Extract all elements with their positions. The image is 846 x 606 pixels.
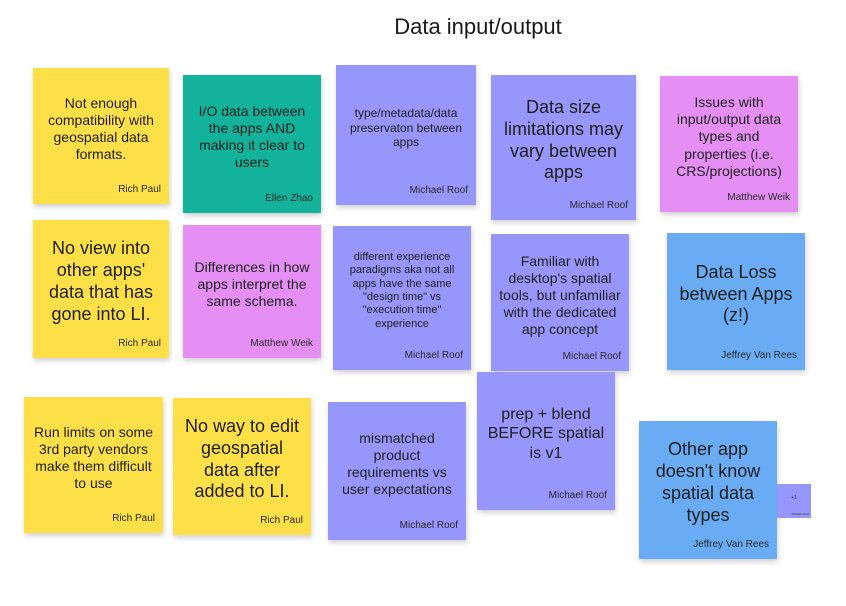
note-author: Rich Paul xyxy=(260,515,303,526)
sticky-note[interactable]: prep + blend BEFORE spatial is v1 Michae… xyxy=(477,372,615,510)
note-author: Michael Roof xyxy=(569,200,628,211)
note-text: mismatched product requirements vs user … xyxy=(342,429,452,498)
sticky-note-small[interactable]: +1 Michael Roof xyxy=(777,484,811,518)
note-text: No view into other apps' data that has g… xyxy=(48,238,154,324)
sticky-note[interactable]: Run limits on some 3rd party vendors mak… xyxy=(24,397,163,533)
note-text: Not enough compatibility with geospatial… xyxy=(48,94,154,163)
note-author: Michael Roof xyxy=(562,351,621,362)
board-title: Data input/output xyxy=(394,14,562,39)
sticky-note[interactable]: No way to edit geospatial data after add… xyxy=(173,398,311,535)
sticky-note[interactable]: Familiar with desktop's spatial tools, b… xyxy=(491,234,629,371)
note-author: Michael Roof xyxy=(791,512,809,516)
note-author: Matthew Weik xyxy=(250,338,313,349)
note-author: Michael Roof xyxy=(409,185,468,196)
sticky-note[interactable]: Other app doesn't know spatial data type… xyxy=(639,421,777,559)
note-text: +1 xyxy=(791,494,797,501)
note-text: Run limits on some 3rd party vendors mak… xyxy=(33,423,154,492)
note-text: type/metadata/data preservaton between a… xyxy=(349,106,463,150)
sticky-note[interactable]: Data Loss between Apps (z!) Jeffrey Van … xyxy=(667,233,805,370)
sticky-note[interactable]: Issues with input/output data types and … xyxy=(660,76,798,212)
note-author: Rich Paul xyxy=(112,513,155,524)
sticky-note[interactable]: Not enough compatibility with geospatial… xyxy=(33,68,169,204)
sticky-note[interactable]: I/O data between the apps AND making it … xyxy=(183,75,321,213)
note-author: Matthew Weik xyxy=(727,192,790,203)
note-author: Michael Roof xyxy=(399,520,458,531)
note-text: I/O data between the apps AND making it … xyxy=(198,102,306,171)
note-author: Michael Roof xyxy=(548,490,607,501)
note-text: different experience paradigms aka not a… xyxy=(349,250,455,330)
sticky-note[interactable]: type/metadata/data preservaton between a… xyxy=(336,65,476,205)
sticky-note[interactable]: No view into other apps' data that has g… xyxy=(33,220,169,358)
sticky-note[interactable]: Differences in how apps interpret the sa… xyxy=(183,225,321,358)
sticky-note[interactable]: Data size limitations may vary between a… xyxy=(491,75,636,220)
note-author: Rich Paul xyxy=(118,184,161,195)
note-text: prep + blend BEFORE spatial is v1 xyxy=(487,405,605,462)
note-text: Issues with input/output data types and … xyxy=(676,94,782,179)
note-author: Jeffrey Van Rees xyxy=(721,350,797,361)
note-text: Data Loss between Apps (z!) xyxy=(679,261,793,326)
note-text: Differences in how apps interpret the sa… xyxy=(194,258,310,310)
sticky-note[interactable]: mismatched product requirements vs user … xyxy=(328,402,466,540)
note-text: Familiar with desktop's spatial tools, b… xyxy=(499,252,621,338)
note-text: Data size limitations may vary between a… xyxy=(503,96,624,183)
note-text: Other app doesn't know spatial data type… xyxy=(655,439,761,525)
sticky-note[interactable]: different experience paradigms aka not a… xyxy=(333,226,471,370)
note-author: Jeffrey Van Rees xyxy=(693,539,769,550)
note-text: No way to edit geospatial data after add… xyxy=(184,415,300,502)
note-author: Ellen Zhao xyxy=(265,193,313,204)
note-author: Michael Roof xyxy=(404,350,463,361)
note-author: Rich Paul xyxy=(118,338,161,349)
